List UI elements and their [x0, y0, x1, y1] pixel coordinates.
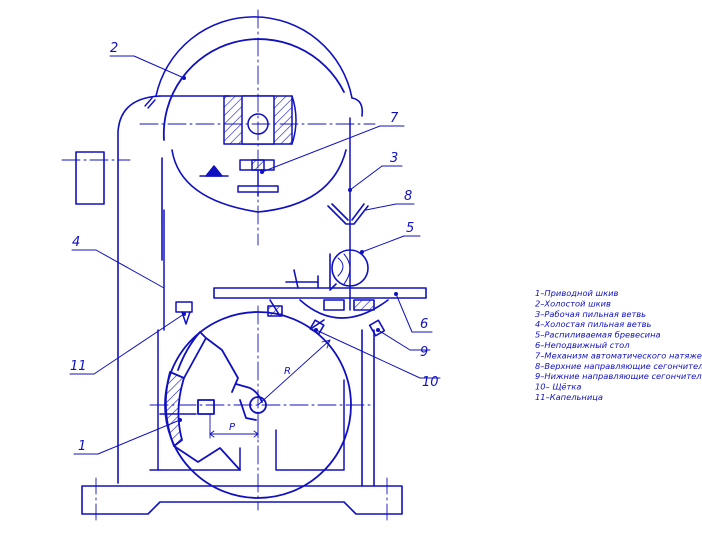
log	[317, 249, 369, 291]
tension-mechanism	[199, 159, 279, 197]
legend-item: 11–Капельница	[535, 392, 603, 402]
dimension-p	[209, 413, 259, 439]
fixed-table	[213, 269, 427, 319]
legend-item: 3–Рабочая пильная ветвь	[535, 309, 646, 319]
saw-band	[163, 117, 351, 331]
callout-10: 10	[422, 375, 439, 390]
legend-item: 5–Распиливаемая бревесина	[535, 330, 661, 340]
legend-item: 9–Нижние направляющие сегончители	[535, 371, 702, 381]
callout-9: 9	[420, 345, 428, 360]
upper-centerlines	[139, 9, 376, 246]
frame-column	[117, 95, 231, 484]
callout-11: 11	[70, 359, 87, 374]
upper-guides	[327, 203, 369, 225]
legend-item: 10– Щётка	[535, 382, 581, 392]
lower-frame	[149, 329, 345, 471]
callout-6: 6	[420, 317, 428, 332]
lower-centerlines	[149, 305, 371, 511]
upper-hub	[223, 95, 297, 145]
radius-arrow	[257, 339, 331, 406]
callout-4: 4	[72, 235, 80, 250]
legend-item: 2–Холостой шкив	[535, 298, 611, 308]
motor-box	[61, 151, 131, 205]
legend-item: 4–Холостая пильная ветвь	[535, 319, 652, 329]
callout-8: 8	[404, 189, 412, 204]
callout-1: 1	[78, 439, 86, 454]
leader-lines	[69, 55, 441, 455]
frame-base	[81, 329, 403, 523]
legend-item: 6–Неподвижный стол	[535, 340, 630, 350]
label-radius: R	[284, 366, 291, 377]
callout-7: 7	[390, 111, 399, 126]
legend-item: 7–Механизм автоматического натяжени	[535, 350, 702, 360]
callout-3: 3	[390, 151, 398, 166]
legend-item: 8–Верхние направляющие сегончители	[535, 361, 702, 371]
callout-5: 5	[406, 221, 414, 236]
label-pitch: P	[229, 422, 236, 433]
leader-dots	[178, 76, 398, 422]
callout-2: 2	[110, 41, 118, 56]
legend-item: 1–Приводной шкив	[535, 288, 619, 298]
